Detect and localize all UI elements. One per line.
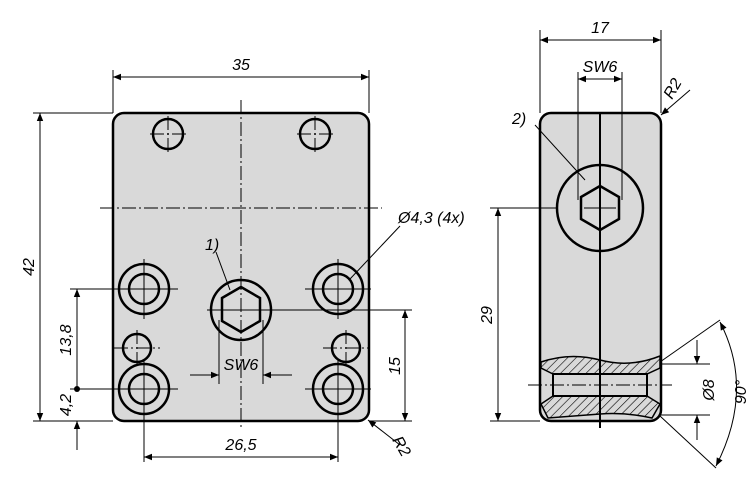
hex-size-label: SW6 — [224, 357, 259, 374]
hex-socket-side — [579, 184, 621, 232]
hex-height-dimension: 15 — [387, 357, 404, 375]
side-height-dimension: 29 — [479, 306, 496, 325]
side-hex-size-label: SW6 — [583, 59, 618, 76]
counterbored-holes — [114, 259, 371, 462]
bottom-offset-dimension: 4,2 — [58, 394, 75, 416]
hole-note: Ø4,3 (4x) — [397, 210, 465, 227]
front-view: 35 42 13,8 4,2 26,5 15 SW6 1) Ø4,3 (4x) … — [21, 57, 465, 462]
side-view: 17 SW6 R2 2) 29 Ø8 90° — [479, 20, 750, 469]
radius-label: R2 — [389, 434, 414, 460]
bore-diameter-label: Ø8 — [701, 379, 718, 401]
hole-spacing-vertical: 13,8 — [58, 324, 75, 355]
top-holes — [150, 116, 333, 152]
callout-2: 2) — [511, 111, 526, 128]
hole-spacing-horizontal: 26,5 — [224, 437, 256, 454]
width-dimension: 35 — [232, 57, 250, 74]
callout-1: 1) — [205, 237, 219, 254]
side-width-dimension: 17 — [591, 20, 610, 37]
chamfer-angle-label: 90° — [733, 379, 750, 404]
small-holes — [114, 330, 369, 366]
side-radius-label: R2 — [661, 76, 686, 102]
height-dimension: 42 — [21, 258, 38, 276]
hex-socket — [190, 251, 412, 384]
